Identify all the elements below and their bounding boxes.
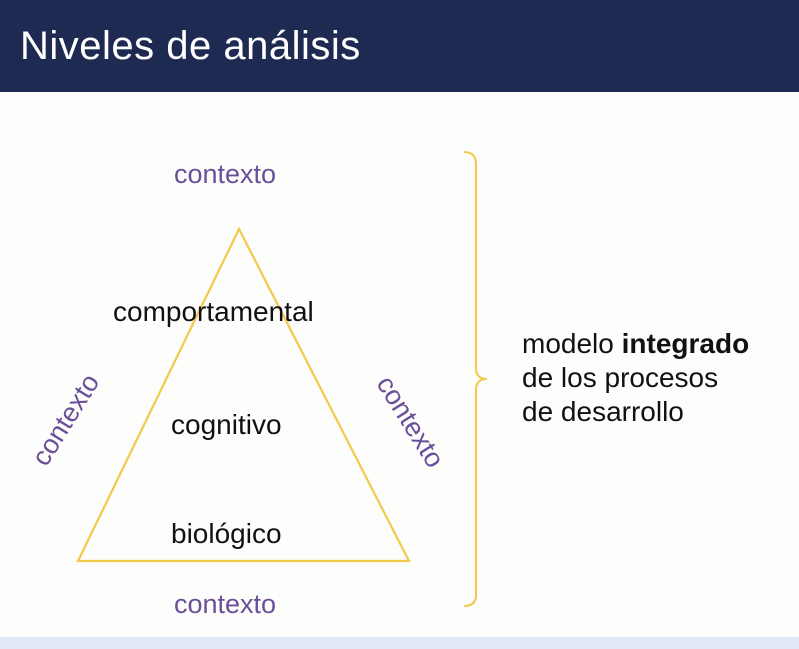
right-curly-bracket <box>463 151 488 607</box>
model-line-3: de desarrollo <box>522 396 684 427</box>
level-biological: biológico <box>171 518 282 549</box>
context-label-bottom: contexto <box>174 589 277 619</box>
footer-band <box>0 637 799 649</box>
levels-triangle <box>76 226 411 563</box>
level-cognitive: cognitivo <box>171 409 282 440</box>
slide-title: Niveles de análisis <box>20 24 361 68</box>
level-behavioral: comportamental <box>113 296 314 327</box>
context-label-top: contexto <box>174 159 277 189</box>
slide-header: Niveles de análisis <box>0 0 799 92</box>
integrated-model-text: modelo integrado de los procesos de desa… <box>522 327 799 429</box>
model-emphasis: integrado <box>621 328 750 359</box>
model-line-1: modelo integrado <box>522 327 799 361</box>
model-prefix: modelo <box>522 328 622 359</box>
model-line-2: de los procesos <box>522 362 719 393</box>
